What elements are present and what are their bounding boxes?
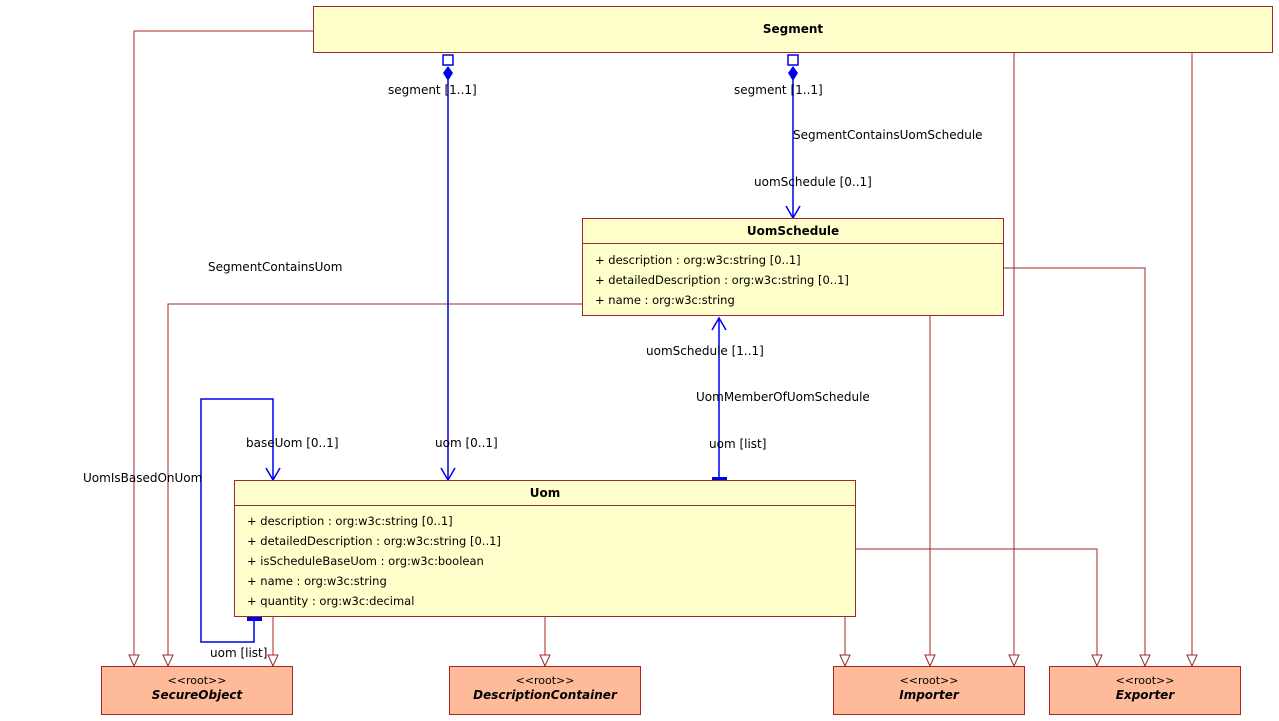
attribute: + detailedDescription : org:w3c:string […	[595, 273, 849, 287]
role-label-segment: segment [1..1]	[734, 83, 823, 97]
association-end-bar	[712, 477, 727, 481]
class-uom[interactable]: Uom + description : org:w3c:string [0..1…	[234, 480, 856, 617]
root-class-secureobject[interactable]: <<root>> SecureObject	[101, 666, 293, 715]
composition-diamond	[443, 66, 453, 81]
role-label-uomschedule: uomSchedule [0..1]	[754, 175, 872, 189]
role-label-baseuom: baseUom [0..1]	[246, 436, 339, 450]
class-segment-name: Segment	[762, 22, 824, 36]
generalization-arrowhead	[1139, 654, 1151, 668]
attribute: + name : org:w3c:string	[247, 574, 387, 588]
role-label-uom: uom [list]	[210, 646, 268, 660]
generalization-uomschedule-secureobject	[167, 303, 582, 666]
generalization-arrowhead	[128, 654, 140, 668]
generalization-arrowhead	[1186, 654, 1198, 668]
generalization-arrowhead	[924, 654, 936, 668]
class-uomschedule-attributes: + description : org:w3c:string [0..1] + …	[583, 244, 1003, 310]
class-uomschedule-name: UomSchedule	[583, 219, 1003, 244]
attribute: + detailedDescription : org:w3c:string […	[247, 534, 501, 548]
class-uom-attributes: + description : org:w3c:string [0..1] + …	[235, 506, 855, 611]
role-label-uomschedule: uomSchedule [1..1]	[646, 344, 764, 358]
association-name-label: SegmentContainsUom	[208, 260, 343, 274]
root-class-exporter[interactable]: <<root>> Exporter	[1049, 666, 1241, 715]
association-name-label: SegmentContainsUomSchedule	[793, 128, 983, 142]
role-label-uom: uom [list]	[709, 437, 767, 451]
class-uom-name: Uom	[235, 481, 855, 506]
root-class-name: DescriptionContainer	[473, 688, 617, 702]
class-segment[interactable]: Segment	[313, 6, 1273, 53]
association-end-bar	[247, 617, 262, 621]
root-class-descriptioncontainer[interactable]: <<root>> DescriptionContainer	[449, 666, 641, 715]
stereotype-label: <<root>>	[1115, 674, 1175, 687]
root-class-name: Importer	[899, 688, 959, 702]
generalization-arrowhead	[267, 654, 279, 668]
role-label-segment: segment [1..1]	[388, 83, 477, 97]
generalization-arrowhead	[1008, 654, 1020, 668]
generalization-segment-secureobject	[133, 30, 313, 666]
qualifier-box	[442, 54, 454, 66]
qualifier-box	[787, 54, 799, 66]
generalization-uomschedule-exporter	[1004, 267, 1146, 666]
generalization-arrowhead	[1091, 654, 1103, 668]
attribute: + name : org:w3c:string	[595, 293, 735, 307]
root-class-importer[interactable]: <<root>> Importer	[833, 666, 1025, 715]
root-class-name: Exporter	[1115, 688, 1175, 702]
composition-diamond	[788, 66, 798, 81]
generalization-arrowhead	[162, 654, 174, 668]
attribute: + isScheduleBaseUom : org:w3c:boolean	[247, 554, 484, 568]
role-label-uom: uom [0..1]	[435, 436, 498, 450]
generalization-arrowhead	[839, 654, 851, 668]
attribute: + description : org:w3c:string [0..1]	[247, 514, 453, 528]
class-uomschedule[interactable]: UomSchedule + description : org:w3c:stri…	[582, 218, 1004, 316]
association-name-label: UomIsBasedOnUom	[83, 471, 203, 485]
generalization-uom-exporter	[856, 548, 1098, 666]
association-uom-is-based-on-uom	[200, 398, 274, 643]
root-class-name: SecureObject	[151, 688, 243, 702]
stereotype-label: <<root>>	[515, 674, 575, 687]
stereotype-label: <<root>>	[167, 674, 227, 687]
association-name-label: UomMemberOfUomSchedule	[696, 390, 870, 404]
generalization-arrowhead	[539, 654, 551, 668]
attribute: + quantity : org:w3c:decimal	[247, 594, 415, 608]
stereotype-label: <<root>>	[899, 674, 959, 687]
navigability-arrowhead	[711, 316, 727, 331]
attribute: + description : org:w3c:string [0..1]	[595, 253, 801, 267]
